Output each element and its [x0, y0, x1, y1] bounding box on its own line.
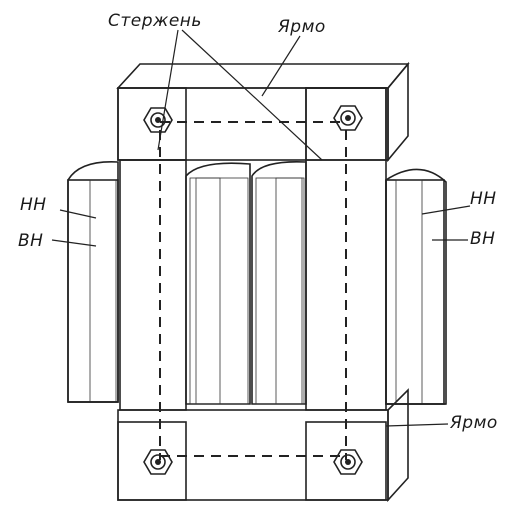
left-core-leg [119, 130, 187, 460]
inner-coil-right [251, 160, 307, 405]
right-coil [385, 168, 447, 405]
bolt-nut-icon [333, 449, 363, 475]
inner-coil-left [185, 162, 251, 405]
top-yoke [116, 61, 410, 163]
bolt-nut-icon [143, 107, 173, 133]
left-coil [67, 161, 119, 403]
bolt-nut-icon [143, 449, 173, 475]
right-core-leg [305, 87, 387, 460]
lv-right-label: НН [470, 189, 497, 209]
leader-lines [51, 29, 471, 427]
top-left-plate [117, 87, 187, 161]
core-leg-label: Стержень [108, 11, 202, 31]
bottom-yoke [117, 388, 409, 503]
bottom-right-plate [305, 421, 387, 501]
hv-left-label: ВН [18, 231, 43, 251]
top-right-plate [305, 87, 387, 161]
bottom-left-plate [117, 421, 187, 501]
bolt-nut-icon [333, 105, 363, 131]
hv-right-label: ВН [470, 229, 495, 249]
lv-left-label: НН [20, 195, 47, 215]
bottom-yoke-label: Ярмо [449, 413, 498, 433]
top-yoke-label: Ярмо [277, 17, 326, 37]
